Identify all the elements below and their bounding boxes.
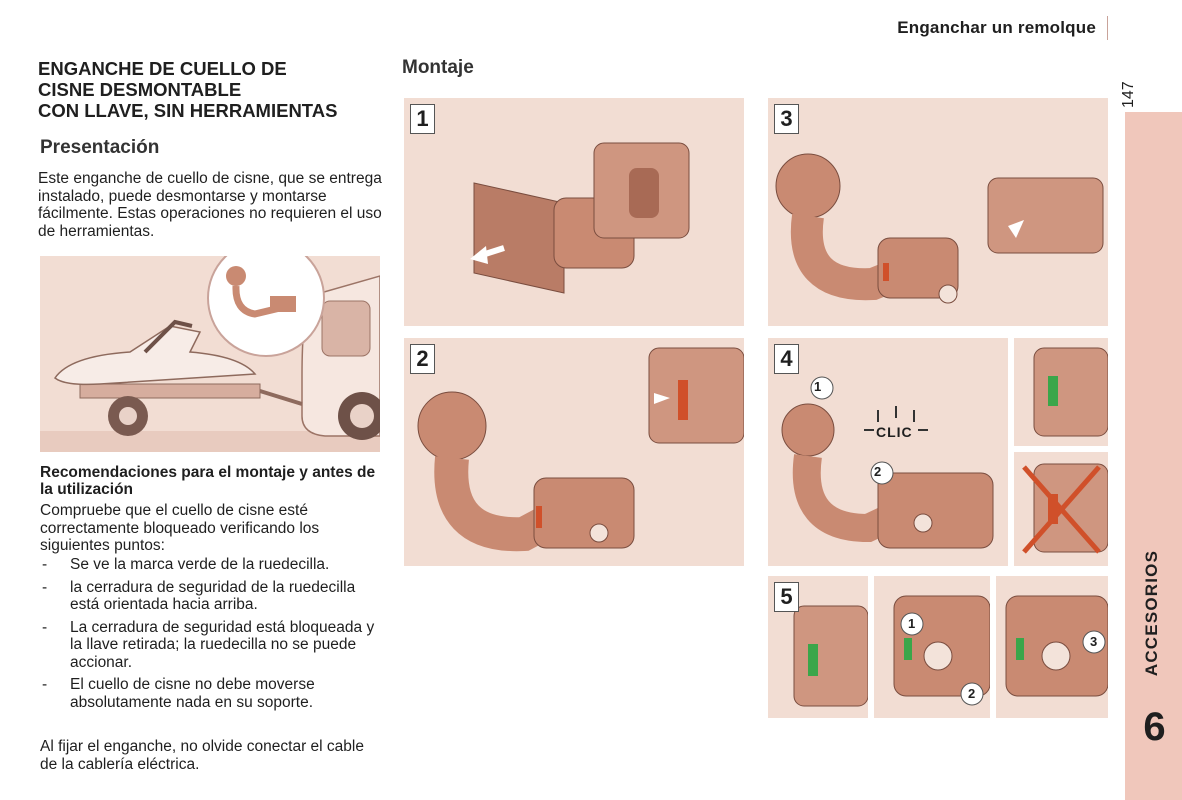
callout-2: 2 xyxy=(968,686,976,701)
step-2-label: 2 xyxy=(410,344,435,374)
step-5-illustration: 5 xyxy=(768,576,868,718)
main-title-line: CON LLAVE, SIN HERRAMIENTAS xyxy=(38,100,338,121)
step-3-label: 3 xyxy=(774,104,799,134)
step-4-illustration: 1 2 CLIC 4 xyxy=(768,338,1008,566)
recommendations-list: Se ve la marca verde de la ruedecilla. l… xyxy=(40,556,385,716)
step-1-illustration: 1 xyxy=(404,98,744,326)
page-number: 147 xyxy=(1120,81,1137,108)
list-item: Se ve la marca verde de la ruedecilla. xyxy=(40,556,385,574)
header-divider xyxy=(1107,16,1108,40)
montaje-heading: Montaje xyxy=(402,57,474,78)
step-4-detail-incorrect xyxy=(1014,452,1108,566)
recommendations-intro: Compruebe que el cuello de cisne esté co… xyxy=(40,502,320,554)
list-item: La cerradura de seguridad está bloqueada… xyxy=(40,619,385,672)
callout-2: 2 xyxy=(874,464,882,479)
step-2-illustration: 2 xyxy=(404,338,744,566)
chapter-number: 6 xyxy=(1143,705,1166,749)
main-title: ENGANCHE DE CUELLO DE CISNE DESMONTABLE … xyxy=(38,58,388,121)
section-title: Enganchar un remolque xyxy=(897,18,1096,37)
chapter-label: ACCESORIOS xyxy=(1142,549,1161,677)
step-5-detail-remove: 3 xyxy=(996,576,1108,718)
step-1-label: 1 xyxy=(410,104,435,134)
presentation-heading: Presentación xyxy=(40,137,160,158)
main-title-line: CISNE DESMONTABLE xyxy=(38,79,242,100)
step-5-label: 5 xyxy=(774,582,799,612)
step-5-detail-key: 1 2 xyxy=(874,576,990,718)
connection-note: Al fijar el enganche, no olvide conectar… xyxy=(40,738,364,773)
main-title-line: ENGANCHE DE CUELLO DE xyxy=(38,58,287,79)
click-sound-label: CLIC xyxy=(876,424,913,440)
trailer-illustration xyxy=(40,256,380,452)
callout-1: 1 xyxy=(814,379,822,394)
presentation-text: Este enganche de cuello de cisne, que se… xyxy=(38,170,382,240)
chapter-side-tab xyxy=(1125,112,1182,800)
step-3-illustration: 3 xyxy=(768,98,1108,326)
step-4-label: 4 xyxy=(774,344,799,374)
recommendations-heading: Recomendaciones para el montaje y antes … xyxy=(40,464,376,498)
callout-3: 3 xyxy=(1090,634,1098,649)
list-item: la cerradura de seguridad de la ruedecil… xyxy=(40,579,385,614)
callout-1: 1 xyxy=(908,616,916,631)
step-4-detail-correct xyxy=(1014,338,1108,446)
list-item: El cuello de cisne no debe moverse absol… xyxy=(40,676,385,711)
